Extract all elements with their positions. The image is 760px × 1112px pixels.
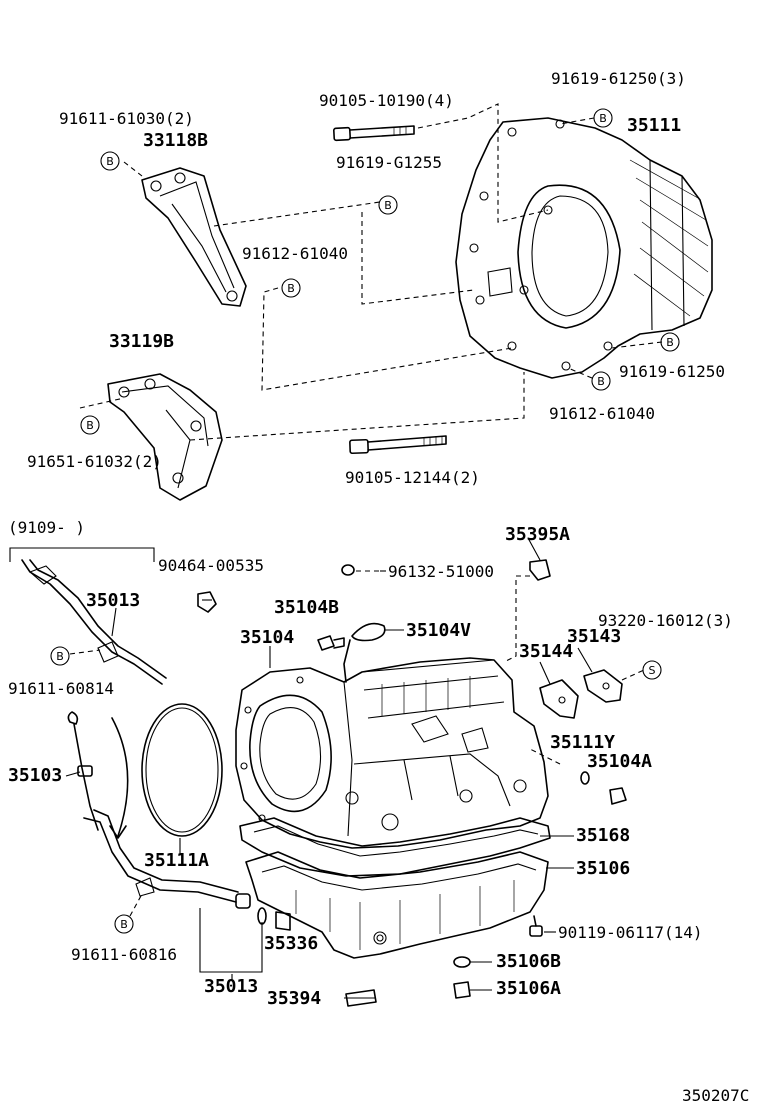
label-35106: 35106: [576, 858, 630, 879]
svg-text:B: B: [597, 375, 605, 388]
label-91611-60816: 91611-60816: [71, 945, 177, 964]
svg-text:B: B: [56, 650, 64, 663]
upper-assembly-lines: [79, 103, 663, 441]
diagram-id: 350207C: [682, 1086, 749, 1105]
plate-35144-drawing: [539, 679, 579, 719]
label-90105-10190: 90105-10190(4): [319, 91, 454, 110]
dipstick-drawing: [67, 711, 99, 831]
o-ring-large-inner: [145, 707, 219, 833]
label-91651-61032: 91651-61032(2): [27, 452, 162, 471]
label-35104B: 35104B: [274, 597, 339, 618]
svg-text:B: B: [86, 419, 94, 432]
label-35106B: 35106B: [496, 951, 561, 972]
callout-b-8-line: [69, 649, 101, 655]
label-35336: 35336: [264, 933, 318, 954]
label-91611-61030: 91611-61030(2): [59, 109, 194, 128]
lower-leader-lines: [65, 537, 593, 999]
svg-text:B: B: [106, 155, 114, 168]
label-35104: 35104: [240, 627, 294, 648]
long-bolt-bottom-drawing: [349, 435, 447, 455]
label-91619-61250-low: 91619-61250: [619, 362, 725, 381]
svg-text:B: B: [287, 282, 295, 295]
filler-tube-lower-drawing: [83, 809, 251, 909]
connector-drawing: [275, 911, 291, 931]
drain-plug-drawing: [453, 981, 471, 999]
svg-text:B: B: [599, 112, 607, 125]
label-33118B: 33118B: [143, 130, 208, 151]
svg-text:B: B: [666, 336, 674, 349]
label-35395A: 35395A: [505, 524, 570, 545]
o-ring-tube-drawing: [257, 907, 267, 925]
label-35111A: 35111A: [144, 850, 209, 871]
callout-b-1: B: [100, 151, 120, 171]
callout-s: S: [642, 660, 662, 680]
callout-b-3: B: [281, 278, 301, 298]
gasket-drawing: [239, 817, 551, 877]
callout-b-9: B: [114, 914, 134, 934]
label-91619-G1255: 91619-G1255: [336, 153, 442, 172]
label-35168: 35168: [576, 825, 630, 846]
label-90105-12144: 90105-12144(2): [345, 468, 480, 487]
label-91612-61040-b: 91612-61040: [549, 404, 655, 423]
label-91612-61040-a: 91612-61040: [242, 244, 348, 263]
drain-gasket-drawing: [453, 956, 471, 968]
oil-pan-drawing: [245, 851, 549, 959]
label-91611-60814: 91611-60814: [8, 679, 114, 698]
label-35106A: 35106A: [496, 978, 561, 999]
label-35143: 35143: [567, 626, 621, 647]
label-date-range: (9109- ): [8, 518, 85, 537]
filler-tube-upper-drawing: [21, 559, 167, 685]
o-ring-small-drawing: [580, 771, 590, 785]
o-ring-large-drawing: [141, 703, 223, 837]
callout-b-2: B: [378, 195, 398, 215]
date-range-bracket: [9, 547, 155, 562]
label-35013-upper: 35013: [86, 590, 140, 611]
svg-text:B: B: [120, 918, 128, 931]
label-35013-lower: 35013: [204, 976, 258, 997]
transmission-housing-drawing: [455, 117, 713, 379]
install-arrow: [111, 717, 129, 837]
plate-35143-drawing: [583, 669, 645, 703]
long-bolt-top-drawing: [332, 125, 415, 142]
label-93220-16012: 93220-16012(3): [598, 611, 733, 630]
label-33119B: 33119B: [109, 331, 174, 352]
callout-b-7: B: [80, 415, 100, 435]
callout-b-9-line: [129, 893, 143, 917]
label-35111: 35111: [627, 115, 681, 136]
transmission-drawing: [235, 657, 549, 849]
svg-text:B: B: [384, 199, 392, 212]
label-35111Y: 35111Y: [550, 732, 615, 753]
rear-bracket-drawing: [141, 167, 247, 307]
label-35104V: 35104V: [406, 620, 471, 641]
callout-b-5: B: [660, 332, 680, 352]
plug-a-drawing: [609, 787, 627, 805]
front-bracket-drawing: [107, 373, 223, 501]
plug-b-drawing: [317, 635, 345, 651]
label-90119-06117: 90119-06117(14): [558, 923, 703, 942]
breather-plug-drawing: [341, 564, 380, 576]
clip-drawing: [197, 591, 217, 613]
label-90464-00535: 90464-00535: [158, 556, 264, 575]
label-35103: 35103: [8, 765, 62, 786]
label-35104A: 35104A: [587, 751, 652, 772]
o-ring-small-line: [527, 747, 561, 765]
callout-b-8: B: [50, 646, 70, 666]
label-35394: 35394: [267, 988, 321, 1009]
callout-b-4: B: [593, 108, 613, 128]
label-91619-61250-top: 91619-61250(3): [551, 69, 686, 88]
callout-b-6: B: [591, 371, 611, 391]
svg-text:S: S: [649, 664, 656, 677]
plug-v-drawing: [343, 622, 386, 683]
label-96132-51000: 96132-51000: [388, 562, 494, 581]
label-35144: 35144: [519, 641, 573, 662]
pan-bolt-drawing: [529, 915, 543, 937]
sensor-drawing: [503, 559, 551, 663]
magnet-drawing: [345, 989, 377, 1007]
